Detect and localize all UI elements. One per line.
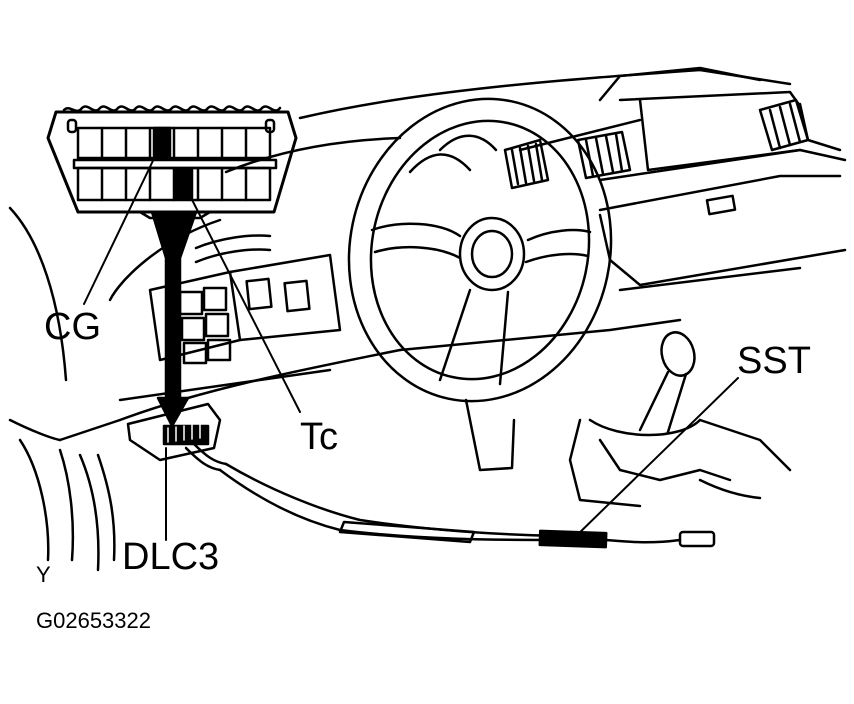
center-console bbox=[118, 234, 342, 402]
figure-id: G02653322 bbox=[36, 608, 151, 633]
leader-tc bbox=[183, 183, 301, 413]
label-cg: CG bbox=[44, 306, 101, 348]
label-sst: SST bbox=[737, 340, 811, 382]
leader-sst bbox=[571, 377, 739, 541]
dlc-connector-enlarged bbox=[46, 105, 298, 220]
leader-lines bbox=[83, 141, 739, 541]
air-vents bbox=[503, 98, 810, 190]
dlc3-port bbox=[126, 402, 222, 462]
leader-cg bbox=[83, 141, 163, 305]
sst-cable bbox=[184, 442, 716, 549]
label-tc: Tc bbox=[300, 416, 338, 458]
steering-wheel bbox=[347, 97, 613, 472]
label-dlc3: DLC3 bbox=[122, 536, 220, 578]
label-y: Y bbox=[36, 562, 51, 587]
left-pillar bbox=[8, 206, 122, 572]
gear-shifter bbox=[568, 331, 792, 508]
